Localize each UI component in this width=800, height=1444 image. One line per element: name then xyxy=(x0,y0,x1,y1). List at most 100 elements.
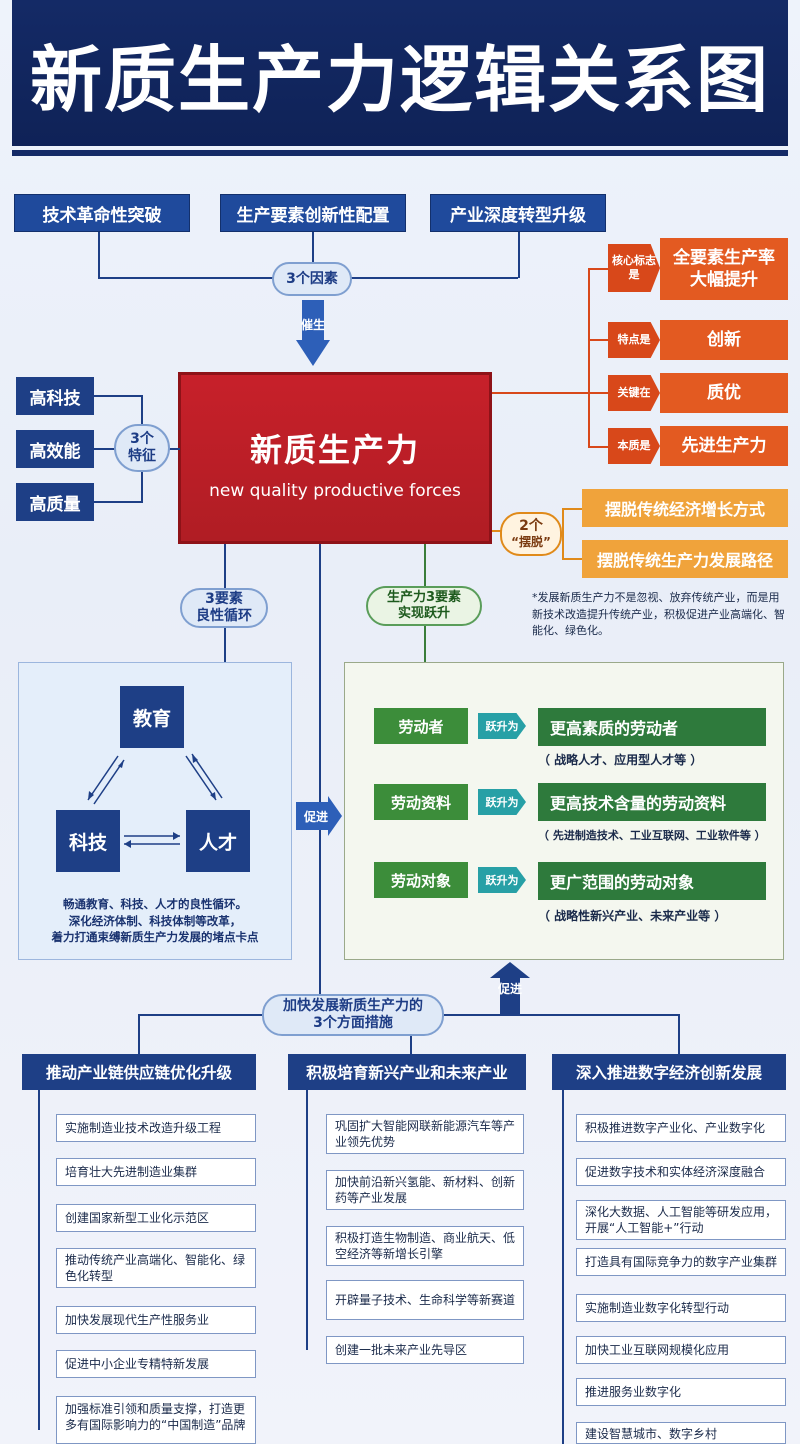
connector xyxy=(38,1090,40,1430)
leap-to-1: 更高素质的劳动者 xyxy=(538,708,766,746)
break-free-pill: 2个 “摆脱” xyxy=(500,512,562,556)
measure-item: 培育壮大先进制造业集群 xyxy=(56,1158,256,1186)
measure-item: 打造具有国际竞争力的数字产业集群 xyxy=(576,1248,786,1276)
arrow-label: 催生 xyxy=(300,318,325,332)
measure-item: 促进中小企业专精特新发展 xyxy=(56,1350,256,1378)
connector xyxy=(98,232,100,278)
measure-item: 推动传统产业高端化、智能化、绿色化转型 xyxy=(56,1248,256,1288)
connector xyxy=(141,472,143,503)
connector xyxy=(319,544,321,994)
connector xyxy=(424,544,426,588)
connector xyxy=(562,508,582,510)
title-banner: 新质生产力逻辑关系图 xyxy=(12,0,788,146)
features-pill-line2: 特征 xyxy=(128,448,156,464)
attr-tag-2: 特点是 xyxy=(608,322,660,358)
measures-pill: 加快发展新质生产力的 3个方面措施 xyxy=(262,994,444,1036)
connector xyxy=(588,268,590,446)
factor-box-1: 技术革命性突破 xyxy=(14,194,190,232)
measure-col-head-3: 深入推进数字经济创新发展 xyxy=(552,1054,786,1090)
attr-value-2: 创新 xyxy=(660,320,788,360)
measure-item: 加快前沿新兴氢能、新材料、创新药等产业发展 xyxy=(326,1170,524,1210)
leap-from-2: 劳动资料 xyxy=(374,784,468,820)
connector xyxy=(312,232,314,262)
feature-box-3: 高质量 xyxy=(16,483,94,521)
header-divider xyxy=(12,150,788,156)
attr-tag-4: 本质是 xyxy=(608,428,660,464)
cycle-node-tech: 科技 xyxy=(56,810,120,872)
connector xyxy=(492,530,502,532)
leap-from-3: 劳动对象 xyxy=(374,862,468,898)
factors-pill-label: 3个因素 xyxy=(286,270,338,287)
cycle-desc-line3: 着力打通束缚新质生产力发展的堵点卡点 xyxy=(51,930,259,945)
connector xyxy=(492,392,588,394)
connector xyxy=(94,395,142,397)
measure-item: 实施制造业技术改造升级工程 xyxy=(56,1114,256,1142)
page-title: 新质生产力逻辑关系图 xyxy=(29,37,770,122)
leap-verb-2: 跃升为 xyxy=(478,789,526,815)
connector xyxy=(588,268,608,270)
measure-item: 创建一批未来产业先导区 xyxy=(326,1336,524,1364)
attr-value-1: 全要素生产率大幅提升 xyxy=(660,238,788,300)
leap-pill-line1: 生产力3要素 xyxy=(386,590,462,606)
leap-sub-2: （ 先进制造技术、工业互联网、工业软件等 ） xyxy=(538,829,766,842)
connector xyxy=(306,1090,308,1350)
leap-verb-1: 跃升为 xyxy=(478,713,526,739)
center-box: 新质生产力 new quality productive forces xyxy=(178,372,492,544)
measure-item: 创建国家新型工业化示范区 xyxy=(56,1204,256,1232)
attr-tag-1: 核心标志是 xyxy=(608,244,660,292)
connector xyxy=(168,448,180,450)
measure-item: 深化大数据、人工智能等研发应用，开展“人工智能+”行动 xyxy=(576,1200,786,1240)
cycle-pill-line1: 3要素 xyxy=(205,591,243,608)
attr-value-4: 先进生产力 xyxy=(660,426,788,466)
connector xyxy=(94,501,142,503)
connector xyxy=(588,392,608,394)
measure-item: 开辟量子技术、生命科学等新赛道 xyxy=(326,1280,524,1320)
factors-pill: 3个因素 xyxy=(272,262,352,296)
measure-item: 加快工业互联网规模化应用 xyxy=(576,1336,786,1364)
connector xyxy=(224,544,226,590)
leap-pill: 生产力3要素 实现跃升 xyxy=(366,586,482,626)
attr-value-3: 质优 xyxy=(660,373,788,413)
cycle-node-talent: 人才 xyxy=(186,810,250,872)
break-free-item-2: 摆脱传统生产力发展路径 xyxy=(582,540,788,578)
cycle-arrows xyxy=(80,752,256,848)
promote-right-label: 促进 xyxy=(303,810,328,824)
cycle-node-education: 教育 xyxy=(120,686,184,748)
measure-item: 推进服务业数字化 xyxy=(576,1378,786,1406)
promote-up-arrow xyxy=(490,962,530,1014)
break-free-note: *发展新质生产力不是忽视、放弃传统产业，而是用新技术改造提升传统产业，积极促进产… xyxy=(532,591,785,637)
measure-item: 巩固扩大智能网联新能源汽车等产业领先优势 xyxy=(326,1114,524,1154)
measures-pill-line2: 3个方面措施 xyxy=(313,1015,393,1031)
connector xyxy=(141,395,143,425)
center-title-en: new quality productive forces xyxy=(209,481,461,501)
connector xyxy=(588,446,608,448)
features-pill-line1: 3个 xyxy=(130,431,154,448)
factor-box-3: 产业深度转型升级 xyxy=(430,194,606,232)
measure-item: 建设智慧城市、数字乡村 xyxy=(576,1422,786,1444)
promote-right-arrow xyxy=(296,796,342,836)
leap-verb-3: 跃升为 xyxy=(478,867,526,893)
measure-item: 加快发展现代生产性服务业 xyxy=(56,1306,256,1334)
measure-item: 积极打造生物制造、商业航天、低空经济等新增长引擎 xyxy=(326,1226,524,1266)
connector xyxy=(410,1034,412,1054)
feature-box-1: 高科技 xyxy=(16,377,94,415)
cycle-pill: 3要素 良性循环 xyxy=(180,588,268,628)
cycle-description: 畅通教育、科技、人才的良性循环。 深化经济体制、科技体制等改革， 着力打通束缚新… xyxy=(22,896,288,946)
connector xyxy=(518,232,520,278)
connector xyxy=(562,1090,564,1444)
measure-item: 实施制造业数字化转型行动 xyxy=(576,1294,786,1322)
promote-up-label: 促进 xyxy=(497,982,522,996)
cycle-desc-line1: 畅通教育、科技、人才的良性循环。 xyxy=(63,897,247,911)
connector xyxy=(424,624,426,662)
measure-col-head-2: 积极培育新兴产业和未来产业 xyxy=(288,1054,526,1090)
factor-box-2: 生产要素创新性配置 xyxy=(220,194,406,232)
down-arrow xyxy=(296,300,330,366)
leap-pill-line2: 实现跃升 xyxy=(397,606,450,621)
connector xyxy=(588,339,608,341)
connector xyxy=(562,558,582,560)
center-title-zh: 新质生产力 xyxy=(249,431,420,469)
cycle-desc-line2: 深化经济体制、科技体制等改革， xyxy=(68,913,242,928)
measure-item: 积极推进数字产业化、产业数字化 xyxy=(576,1114,786,1142)
break-free-pill-line2: “摆脱” xyxy=(511,535,551,550)
connector xyxy=(224,626,226,662)
